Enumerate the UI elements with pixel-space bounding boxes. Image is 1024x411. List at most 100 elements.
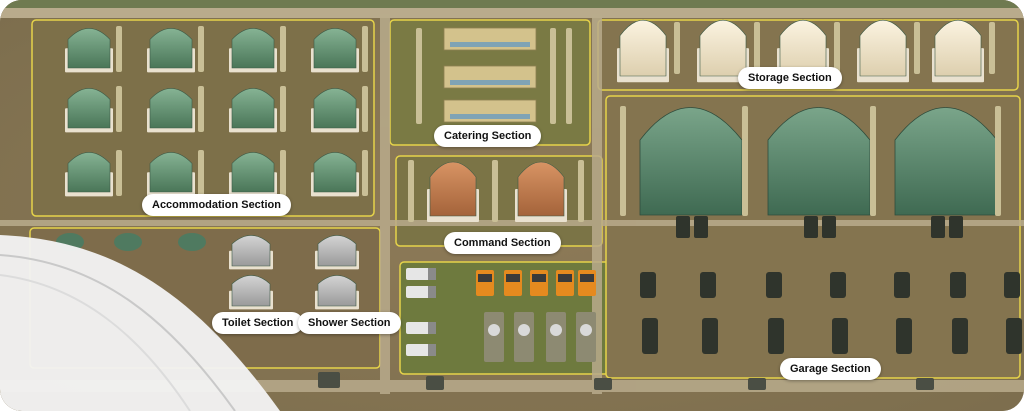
storage-tent [934,20,982,77]
orange-vehicle [476,270,494,296]
large-storage-tent [639,107,743,216]
white-truck-cab [428,322,436,334]
accommodation-tent [313,152,357,193]
sandbag-wall [834,22,840,74]
water-tank [518,324,530,336]
orange-vehicle [530,270,548,296]
toilet-section-label: Toilet Section [212,312,304,334]
water-tank [580,324,592,336]
supply-trailer [484,312,504,362]
sanitation-tent [231,235,271,267]
sandbag-wall [198,26,204,72]
garage-vehicle [950,272,966,298]
large-storage-tent [767,107,871,216]
sandbag-wall [870,106,876,216]
vehicle [676,216,690,238]
small-dome-tent [178,233,206,251]
accommodation-tent [231,28,275,69]
garage-vehicle [768,318,784,354]
garage-section-label: Garage Section [780,358,881,380]
sandbag-wall [995,106,1001,216]
sandbag-wall [742,106,748,216]
sandbag-wall [362,26,368,72]
orange-vehicle [504,270,522,296]
sanitation-tent [317,275,357,307]
catering-window-strip [450,42,530,47]
sandbag-wall [280,86,286,132]
garage-vehicle [952,318,968,354]
accommodation-section-label: Accommodation Section [142,194,291,216]
sandbag-wall [620,106,626,216]
accommodation-tent [231,88,275,129]
orange-vehicle-cab [532,274,546,282]
large-storage-tent [894,107,998,216]
garage-vehicle [640,272,656,298]
storage-section-label: Storage Section [738,67,842,89]
water-tank [550,324,562,336]
vehicle [694,216,708,238]
sandbag-wall [362,150,368,196]
accommodation-tent [149,152,193,193]
water-tank [488,324,500,336]
small-dome-tent [114,233,142,251]
garage-vehicle [894,272,910,298]
sandbag-wall [492,160,498,222]
sandbag-wall [116,86,122,132]
sandbag-wall [362,86,368,132]
garage-vehicle [830,272,846,298]
catering-window-strip [450,80,530,85]
orange-vehicle-cab [478,274,492,282]
accommodation-tent [149,88,193,129]
sanitation-tent [231,275,271,307]
storage-tent [779,20,827,77]
sandbag-wall [280,26,286,72]
supply-trailer [514,312,534,362]
vehicle [931,216,945,238]
white-truck-cab [428,268,436,280]
sandbag-wall [116,26,122,72]
vehicle [949,216,963,238]
sandbag-wall [578,160,584,222]
orange-vehicle-cab [506,274,520,282]
command-tent [517,161,565,217]
catering-section-label: Catering Section [434,125,542,147]
accommodation-tent [313,88,357,129]
sandbag-wall [674,22,680,74]
accommodation-tent [67,152,111,193]
storage-tent [699,20,747,77]
sandbag-wall [416,28,422,124]
sandbag-wall [198,86,204,132]
sandbag-wall [550,28,556,124]
orange-vehicle-cab [558,274,572,282]
orange-vehicle [578,270,596,296]
sandbag-wall [280,150,286,196]
catering-window-strip [450,114,530,119]
supply-trailer [546,312,566,362]
orange-vehicle [556,270,574,296]
sanitation-tent [317,235,357,267]
vehicle [804,216,818,238]
sandbag-wall [116,150,122,196]
sandbag-wall [566,28,572,124]
accommodation-tent [67,28,111,69]
orange-vehicle-cab [580,274,594,282]
storage-tent [619,20,667,77]
sandbag-wall [914,22,920,74]
corner-arc-overlay [0,235,280,411]
command-section-label: Command Section [444,232,561,254]
sandbag-wall [754,22,760,74]
garage-vehicle [766,272,782,298]
white-truck-cab [428,344,436,356]
garage-vehicle [896,318,912,354]
garage-vehicle [702,318,718,354]
accommodation-tent [149,28,193,69]
gates [318,372,934,390]
garage-vehicle [642,318,658,354]
shower-section-label: Shower Section [298,312,401,334]
garage-vehicle [1006,318,1022,354]
sandbag-wall [408,160,414,222]
sandbag-wall [989,22,995,74]
garage-vehicle [700,272,716,298]
